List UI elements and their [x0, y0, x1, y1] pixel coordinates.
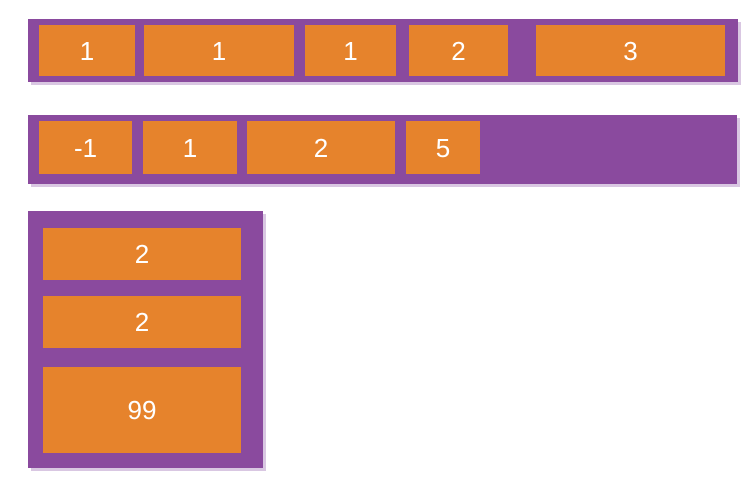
flex-item: 2	[409, 25, 508, 76]
flex-item: 2	[247, 121, 395, 174]
flex-container-row-1: 1 1 1 2 3	[28, 19, 738, 82]
flex-container-column-1: 2 2 99	[28, 211, 263, 468]
flex-item: 99	[43, 367, 241, 453]
flex-item: 2	[43, 296, 241, 348]
flex-item: 1	[305, 25, 396, 76]
flex-item: 1	[144, 25, 294, 76]
flex-item: 5	[406, 121, 480, 174]
flex-item: 3	[536, 25, 725, 76]
flex-item: 2	[43, 228, 241, 280]
flex-container-row-2: -1 1 2 5	[28, 115, 737, 184]
flex-item: -1	[39, 121, 132, 174]
flex-item: 1	[143, 121, 237, 174]
flex-item: 1	[39, 25, 135, 76]
